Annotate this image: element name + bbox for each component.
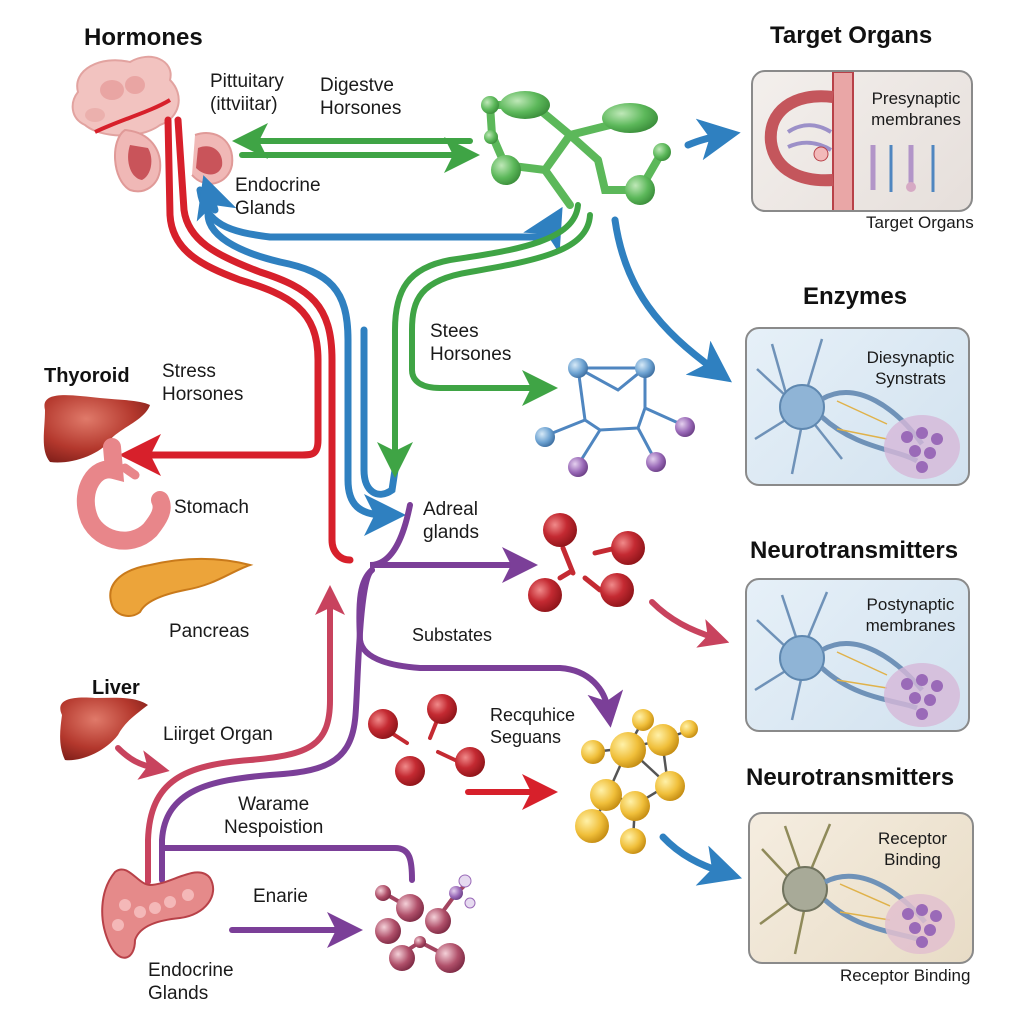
neuron-illustration-1 [754,338,960,479]
red-molecules-upper [528,513,645,612]
stees-hormones-label: Stees Horsones [430,320,511,366]
recquhice-line2: Seguans [490,727,562,747]
postsynaptic-panel: Postynaptic membranes [745,578,970,732]
substates-label: Substates [412,625,493,645]
purple-hormone-pathway [159,502,624,948]
hormones-heading: Hormones [84,24,203,51]
endocrine-glands-bottom-label: Endocrine Glands [148,959,234,1005]
response-label: Warame Nespoistion [224,793,323,839]
endocrine-gland-illustration [101,868,215,959]
maroon-molecule [375,874,476,973]
gold-molecule [575,709,698,854]
endocrine-top-line2: Glands [235,198,296,219]
panel-4-text: Receptor Binding [860,828,965,870]
stees-line1: Stees [430,321,479,342]
liver-label: Liver [92,677,140,699]
stomach-label: Stomach [174,497,249,518]
recquhice-line1: Recquhice [490,705,576,725]
green-molecule [481,91,671,209]
panel-2-heading: Enzymes [803,283,908,310]
adreal-line2: glands [423,522,479,543]
pancreas-label: Pancreas [169,621,250,642]
recquhice-label: Recquhice Seguans [490,704,575,748]
panel-3-line2: membranes [865,616,956,635]
panel-2-line2: Synstrats [875,369,946,388]
panel-3-heading: Neurotransmitters [750,537,959,564]
response-line2: Nespoistion [224,817,324,838]
enzymes-panel: Diesynaptic Synstrats [745,327,970,486]
stress-line2: Horsones [162,384,244,405]
liver-target-organ-label: Liirget Organ [163,724,273,745]
digestive-label-line2: Horsones [320,98,402,119]
adreal-glands-label: Adreal glands [423,498,479,544]
target-organs-panel: Presynaptic membranes [751,70,973,212]
panel-4-caption: Receptor Binding [840,966,971,985]
stress-line1: Stress [162,361,216,382]
panel-1-line1: Presynaptic [871,89,961,108]
receptor-binding-panel: Receptor Binding [748,812,974,964]
green-hormone-pathway [232,123,593,478]
pituitary-label: Pittuitary (ittviitar) [210,70,284,116]
digestive-label-line1: Digestve [320,75,394,96]
endocrine-top-line1: Endocrine [235,175,321,196]
panel-1-heading: Target Organs [770,22,933,49]
thyroid-illustration [43,395,150,463]
endocrine-bottom-line2: Glands [148,983,209,1004]
panel-1-line2: membranes [871,110,961,129]
red-hormone-pathway [119,116,354,564]
adreal-line1: Adreal [423,499,478,520]
pituitary-label-line2: (ittviitar) [210,94,278,115]
pituitary-illustration [71,55,234,193]
red-molecules-lower [368,694,485,786]
neuron-illustration-2 [754,591,960,727]
panel-3-text: Postynaptic membranes [853,594,968,636]
endocrine-glands-top-label: Endocrine Glands [235,174,321,220]
panel-3-line1: Postynaptic [866,595,955,614]
neuron-illustration-3 [759,823,955,955]
panel-1-text: Presynaptic membranes [861,88,971,130]
panel-2-text: Diesynaptic Synstrats [853,347,968,389]
stress-hormones-label: Stress Horsones [162,360,243,406]
stees-line2: Horsones [430,344,512,365]
digestive-hormones-label: Digestve Horsones [320,74,401,120]
liver-illustration [60,697,149,761]
thyroid-label: Thyoroid [44,365,130,387]
panel-4-line2: Binding [884,850,941,869]
panel-2-line1: Diesynaptic [866,348,955,367]
stomach-illustration [76,438,171,550]
blue-molecule [535,358,695,477]
pituitary-label-line1: Pittuitary [210,71,284,92]
blue-hormone-pathway [196,118,743,886]
pancreas-illustration [109,557,254,617]
pink-hormone-pathway [115,585,730,885]
endocrine-bottom-line1: Endocrine [148,960,234,981]
presynaptic-illustration [764,72,935,210]
panel-4-heading: Neurotransmitters [746,764,955,791]
panel-4-line1: Receptor [878,829,947,848]
enarie-label: Enarie [253,886,308,907]
response-line1: Warame [238,794,310,815]
panel-1-caption: Target Organs [866,213,974,232]
